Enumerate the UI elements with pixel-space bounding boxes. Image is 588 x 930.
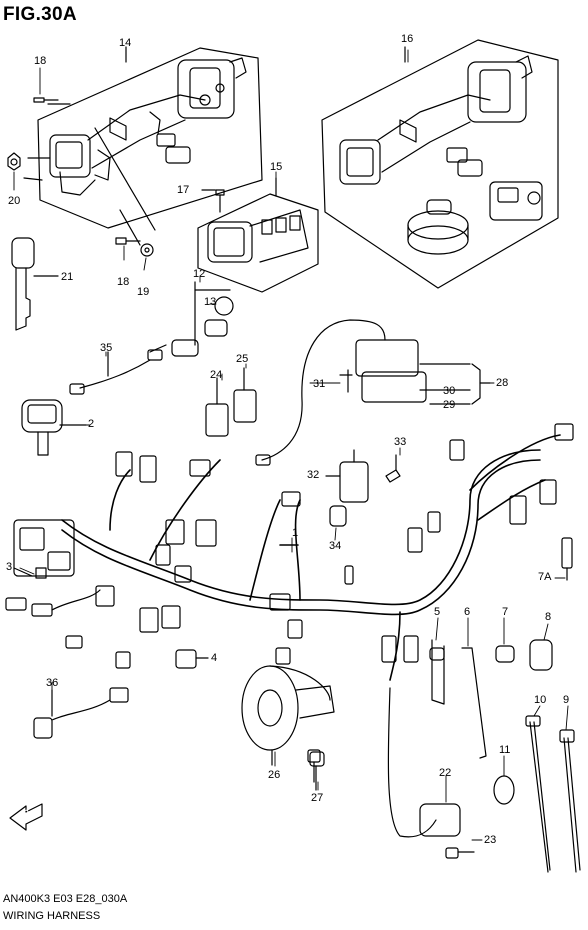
callout-4: 4 <box>211 652 218 664</box>
callout-3: 3 <box>6 561 13 573</box>
fuse-box-28 <box>255 319 491 466</box>
callout-22: 22 <box>439 767 452 779</box>
hardware <box>7 97 225 257</box>
harness-connectors <box>65 423 574 669</box>
callout-7A: 7A <box>538 571 552 583</box>
callout-23: 23 <box>484 834 497 846</box>
callout-19: 19 <box>137 286 150 298</box>
horn-26 <box>241 665 335 791</box>
callout-13: 13 <box>204 296 217 308</box>
callout-28: 28 <box>496 377 509 389</box>
bolt-27 <box>307 749 321 783</box>
callout-20: 20 <box>8 195 21 207</box>
callout-16: 16 <box>401 33 414 45</box>
callout-29: 29 <box>443 399 456 411</box>
ignition-switch-assembly-16 <box>339 55 543 255</box>
callout-27: 27 <box>311 792 324 804</box>
callout-14: 14 <box>119 37 132 49</box>
callout-10: 10 <box>534 694 547 706</box>
callout-34: 34 <box>329 540 342 552</box>
callout-2: 2 <box>88 418 95 430</box>
callout-35: 35 <box>100 342 113 354</box>
callout-32: 32 <box>307 469 320 481</box>
leader-lines <box>13 49 569 841</box>
callout-8: 8 <box>545 611 552 623</box>
key-21 <box>11 237 59 331</box>
lead-wire-35 <box>69 349 163 395</box>
callout-18-lower: 18 <box>117 276 130 288</box>
callout-6: 6 <box>464 606 471 618</box>
callout-9: 9 <box>563 694 570 706</box>
callout-33: 33 <box>394 436 407 448</box>
lock-set-14-box <box>23 46 263 246</box>
callout-15: 15 <box>270 161 283 173</box>
callout-17: 17 <box>177 184 190 196</box>
sensor-32 <box>325 449 401 527</box>
callout-18: 18 <box>34 55 47 67</box>
callout-21: 21 <box>61 271 74 283</box>
cigarette-lighter-12 <box>149 281 234 357</box>
callout-26: 26 <box>268 769 281 781</box>
lock-set-16-box <box>321 39 559 289</box>
fwd-arrow-icon <box>9 803 43 831</box>
ignition-switch-assembly-14 <box>49 57 247 196</box>
speed-sensor-22 <box>387 687 475 859</box>
relays-24-25 <box>205 367 257 437</box>
callout-24: 24 <box>210 369 223 381</box>
seat-lock-set-15-box <box>197 177 319 293</box>
figure-title: FIG.30A <box>3 4 77 25</box>
callout-30: 30 <box>443 385 456 397</box>
callout-5: 5 <box>434 606 441 618</box>
callout-11: 11 <box>499 744 511 756</box>
clamp-4 <box>175 649 209 669</box>
figure-name: WIRING HARNESS <box>3 910 101 922</box>
callout-31: 31 <box>313 378 326 390</box>
connector-cap-2 <box>21 399 87 456</box>
wiring-harness-1 <box>61 434 561 681</box>
callout-36: 36 <box>46 677 59 689</box>
control-module <box>5 519 101 617</box>
callout-25: 25 <box>236 353 249 365</box>
callout-7: 7 <box>502 606 509 618</box>
clips-and-ties <box>429 537 581 873</box>
lead-wire-36 <box>33 687 129 739</box>
callout-1: 1 <box>292 527 299 539</box>
callout-12: 12 <box>193 268 206 280</box>
figure-code: AN400K3 E03 E28_030A <box>3 893 128 905</box>
